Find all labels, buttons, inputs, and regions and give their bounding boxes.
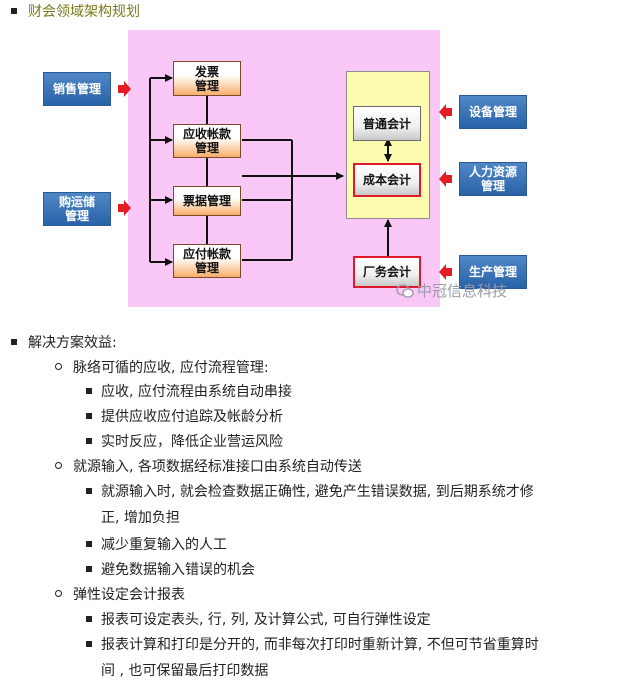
red-arrow-hr — [439, 171, 452, 187]
group-3-item-1: 报表可设定表头, 行, 列, 及计算公式, 可自行弹性设定 — [101, 612, 431, 628]
item-bullet — [86, 413, 92, 419]
wechat-icon — [396, 283, 414, 298]
heading-bullet — [11, 8, 17, 14]
red-arrow-production — [439, 264, 452, 280]
hr-management-box: 人力资源 管理 — [459, 162, 527, 196]
group-1-label: 脉络可循的应收, 应付流程管理: — [73, 360, 269, 376]
purchase-storage-box: 购运储 管理 — [43, 192, 111, 226]
group-2-item-1: 就源输入时, 就会检查数据正确性, 避免产生错误数据, 到后期系统才修 — [101, 484, 534, 500]
item-bullet — [86, 388, 92, 394]
group-1-bullet — [55, 363, 62, 370]
group-1-item-1: 应收, 应付流程由系统自动串接 — [101, 384, 292, 400]
group-3-label: 弹性设定会计报表 — [73, 587, 185, 603]
production-management-box: 生产管理 — [459, 255, 527, 289]
equipment-management-box: 设备管理 — [459, 95, 527, 129]
item-bullet — [86, 438, 92, 444]
group-2-bullet — [55, 462, 62, 469]
receivable-box: 应收帐款 管理 — [173, 124, 241, 158]
group-2-item-3: 避免数据输入错误的机会 — [101, 562, 255, 578]
factory-accounting-box: 厂务会计 — [353, 256, 421, 288]
group-1-item-2: 提供应收应付追踪及帐龄分析 — [101, 409, 283, 425]
red-arrow-purchase — [118, 200, 131, 216]
watermark: 中冠信息科技 — [396, 280, 507, 301]
item-bullet — [86, 616, 92, 622]
item-bullet — [86, 641, 92, 647]
item-bullet — [86, 566, 92, 572]
general-accounting-box: 普通会计 — [353, 106, 421, 141]
item-bullet — [86, 488, 92, 494]
group-3-item-2-cont: 间 , 也可保留最后打印数据 — [101, 663, 269, 679]
item-bullet — [86, 541, 92, 547]
group-3-bullet — [55, 590, 62, 597]
benefits-bullet — [11, 339, 17, 345]
invoice-management-box: 发票 管理 — [173, 61, 241, 96]
cost-accounting-box: 成本会计 — [353, 163, 421, 197]
benefits-title: 解决方案效益: — [28, 335, 117, 351]
bill-management-box: 票据管理 — [173, 186, 241, 216]
group-1-item-3: 实时反应，降低企业营运风险 — [101, 434, 283, 450]
group-2-item-1-cont: 正, 增加负担 — [101, 510, 180, 526]
red-arrow-sales — [118, 81, 131, 97]
red-arrow-equipment — [439, 104, 452, 120]
section-heading: 财会领域架构规划 — [28, 4, 140, 20]
payable-box: 应付帐款 管理 — [173, 244, 241, 278]
group-3-item-2: 报表计算和打印是分开的, 而非每次打印时重新计算, 不但可节省重算时 — [101, 637, 539, 653]
diagram-connectors — [118, 74, 452, 280]
watermark-text: 中冠信息科技 — [417, 282, 508, 300]
group-2-item-2: 减少重复输入的人工 — [101, 537, 227, 553]
group-2-label: 就源输入, 各项数据经标准接口由系统自动传送 — [73, 459, 362, 475]
sales-management-box: 销售管理 — [43, 72, 111, 106]
